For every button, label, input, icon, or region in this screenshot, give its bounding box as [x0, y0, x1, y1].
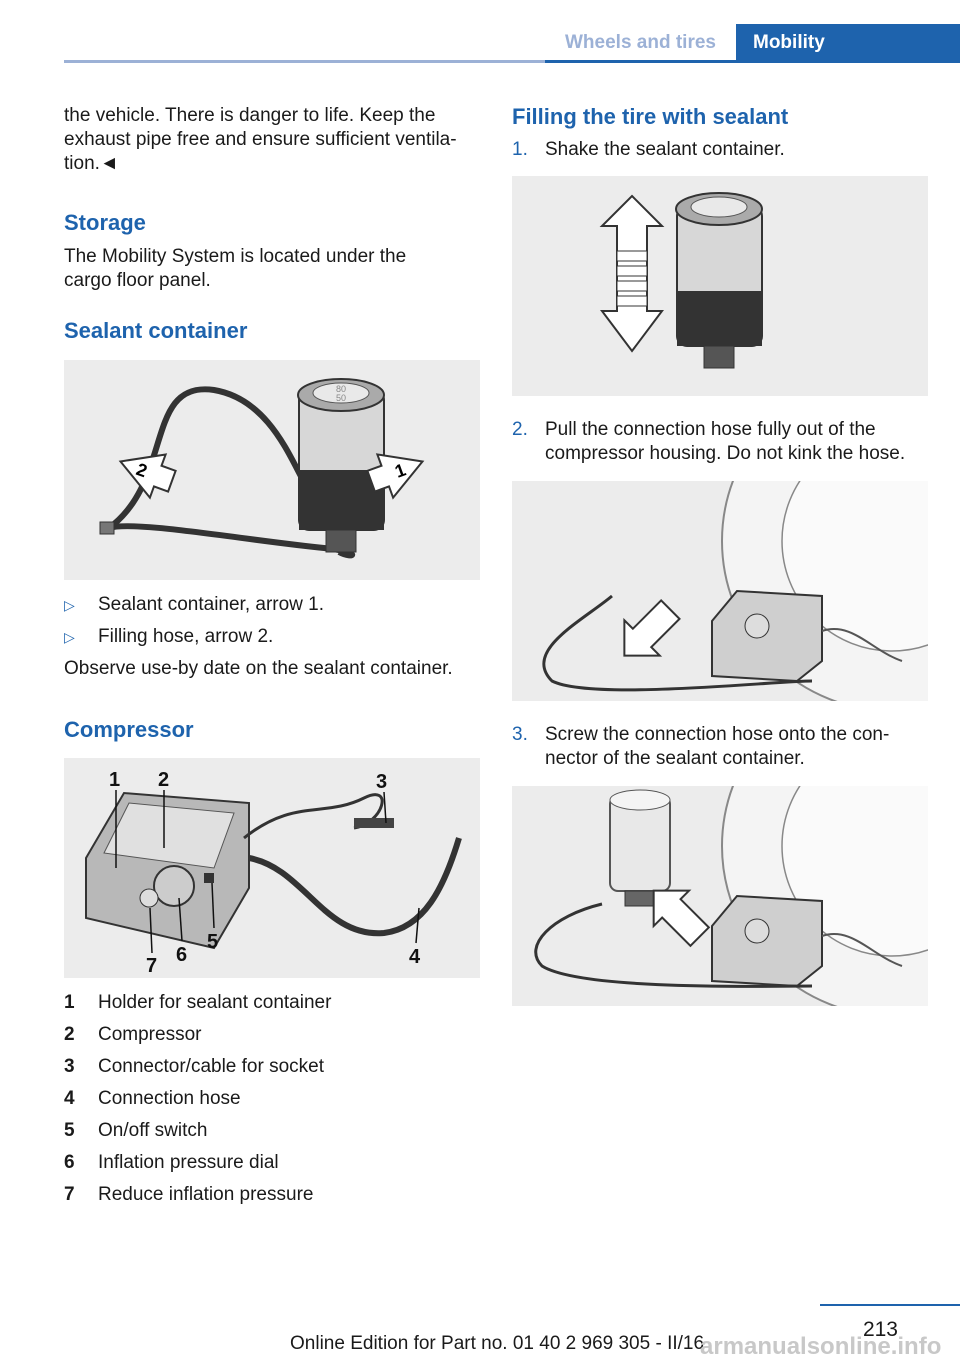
page-number: 213	[862, 1318, 898, 1341]
legend-text: Inflation pressure dial	[98, 1152, 279, 1173]
intro-line-2: exhaust pipe free and ensure sufficient …	[64, 129, 457, 150]
dial-50: 50	[336, 393, 346, 403]
heading-filling-tire: Filling the tire with sealant	[512, 104, 789, 129]
use-by-note: Observe use-by date on the sealant conta…	[64, 658, 453, 679]
header-rule-light	[64, 60, 545, 63]
step-line-1: Pull the connection hose fully out of th…	[545, 419, 876, 440]
legend-number: 2	[64, 1024, 75, 1045]
bullet-text: Sealant container, arrow 1.	[98, 594, 325, 615]
step-number: 2.	[512, 419, 528, 440]
step-line-2: nector of the sealant container.	[545, 748, 805, 769]
legend-text: On/off switch	[98, 1120, 208, 1141]
legend-text: Connection hose	[98, 1088, 241, 1109]
step-line-1: Screw the connection hose onto the con‐	[545, 724, 890, 745]
legend-text: Compressor	[98, 1024, 202, 1045]
step-2: 2. Pull the connection hose fully out of…	[512, 418, 932, 466]
legend-number: 4	[64, 1088, 75, 1109]
triangle-bullet-icon: ▷	[64, 629, 75, 645]
edition-footer: Online Edition for Part no. 01 40 2 969 …	[290, 1333, 705, 1354]
watermark: armanualsonline.info	[700, 1333, 942, 1360]
bullet-sealant-container: ▷ Sealant container, arrow 1.	[64, 593, 484, 617]
dial-80: 80	[336, 384, 346, 394]
footer-rule	[820, 1304, 960, 1306]
intro-line-3: tion.◄	[64, 153, 119, 174]
legend-item: 3 Connector/cable for socket	[64, 1055, 484, 1079]
legend-item: 7 Reduce inflation pressure	[64, 1183, 484, 1207]
callout-5: 5	[207, 931, 218, 953]
screw-hose-illustration	[534, 786, 928, 1006]
callout-1: 1	[109, 769, 120, 791]
shake-container-illustration	[599, 192, 763, 369]
legend-text: Reduce inflation pressure	[98, 1184, 314, 1205]
legend-number: 6	[64, 1152, 75, 1173]
figure-screw-hose	[512, 786, 928, 1006]
compressor-illustration: 1 2 3 4 5 6 7	[85, 769, 462, 977]
callout-4: 4	[409, 946, 421, 968]
legend-item: 1 Holder for sealant container	[64, 991, 484, 1015]
figure-compressor: 1 2 3 4 5 6 7	[64, 758, 480, 978]
figure-sealant-container: 80 50 2 1	[64, 360, 480, 580]
chapter-tab-mobility: Mobility	[736, 24, 960, 61]
legend-number: 1	[64, 992, 75, 1013]
heading-storage: Storage	[64, 210, 146, 235]
storage-text: The Mobility System is located under the…	[64, 245, 484, 293]
sealant-container-illustration: 80 50 2 1	[99, 378, 425, 559]
step-1: 1. Shake the sealant container.	[512, 138, 932, 162]
section-tab-wheels-and-tires: Wheels and tires	[545, 24, 736, 61]
legend-item: 4 Connection hose	[64, 1087, 484, 1111]
step-line-1: Shake the sealant container.	[545, 139, 785, 160]
legend-item: 2 Compressor	[64, 1023, 484, 1047]
legend-text: Holder for sealant container	[98, 992, 332, 1013]
step-number: 3.	[512, 724, 528, 745]
step-line-2: compressor housing. Do not kink the hose…	[545, 443, 906, 464]
figure-shake-container	[512, 176, 928, 396]
figure-pull-hose	[512, 481, 928, 701]
step-number: 1.	[512, 139, 528, 160]
callout-7: 7	[146, 955, 157, 977]
intro-line-1: the vehicle. There is danger to life. Ke…	[64, 105, 436, 126]
legend-text: Connector/cable for socket	[98, 1056, 325, 1077]
legend-number: 3	[64, 1056, 75, 1077]
intro-paragraph: the vehicle. There is danger to life. Ke…	[64, 104, 484, 176]
bullet-text: Filling hose, arrow 2.	[98, 626, 274, 647]
storage-line-1: The Mobility System is located under the	[64, 246, 407, 267]
step-3: 3. Screw the connection hose onto the co…	[512, 723, 932, 771]
callout-6: 6	[176, 944, 187, 966]
storage-line-2: cargo floor panel.	[64, 270, 211, 291]
legend-number: 7	[64, 1184, 75, 1205]
heading-sealant-container: Sealant container	[64, 318, 248, 343]
chapter-tab-label: Mobility	[753, 32, 825, 53]
callout-3: 3	[376, 771, 387, 793]
legend-number: 5	[64, 1120, 75, 1141]
heading-compressor: Compressor	[64, 717, 194, 742]
legend-item: 6 Inflation pressure dial	[64, 1151, 484, 1175]
triangle-bullet-icon: ▷	[64, 597, 75, 613]
bullet-filling-hose: ▷ Filling hose, arrow 2.	[64, 625, 484, 649]
callout-2: 2	[158, 769, 169, 791]
pull-hose-illustration	[542, 481, 928, 701]
legend-item: 5 On/off switch	[64, 1119, 484, 1143]
